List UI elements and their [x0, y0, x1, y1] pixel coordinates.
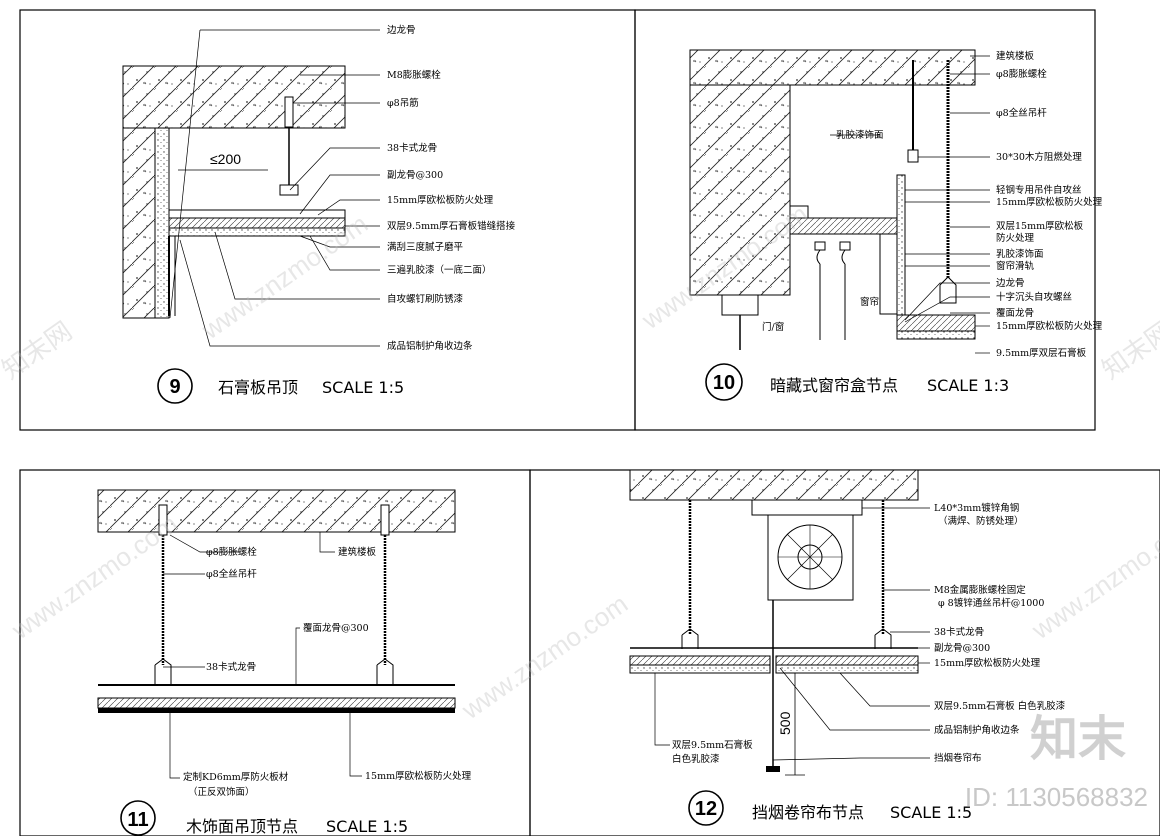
label: 双层9.5mm石膏板	[672, 739, 753, 751]
label: 9.5mm厚双层石膏板	[996, 347, 1087, 359]
detail-10-labels: 建筑楼板 φ8膨胀螺栓 φ8全丝吊杆 30*30木方阻燃处理 轻钢专用吊件自攻丝…	[762, 50, 1103, 359]
label: φ 8镀锌通丝吊杆@1000	[938, 597, 1044, 609]
label: 15mm厚欧松板防火处理	[365, 770, 472, 782]
label: 建筑楼板	[338, 546, 377, 558]
label: 三遍乳胶漆（一底二面）	[387, 264, 492, 276]
label: （正反双饰面）	[188, 786, 255, 798]
label: 双层9.5mm厚石膏板错缝搭接	[387, 220, 516, 232]
detail-9-scale: SCALE 1:5	[322, 378, 404, 397]
detail-11-number-circle	[120, 800, 156, 836]
watermark-site: www.znzmo.com	[455, 588, 633, 725]
label: 建筑楼板	[996, 50, 1035, 62]
label: 38卡式龙骨	[934, 626, 984, 638]
label: 自攻螺钉刷防锈漆	[387, 293, 464, 305]
label: 白色乳胶漆	[672, 753, 720, 765]
label: 38卡式龙骨	[387, 142, 437, 154]
detail-11-labels: φ8膨胀螺栓 φ8全丝吊杆 建筑楼板 覆面龙骨@300 38卡式龙骨 定制KD6…	[183, 546, 472, 798]
label: 门/窗	[762, 321, 784, 333]
detail-12-number-circle	[688, 790, 724, 826]
label: 15mm厚欧松板防火处理	[996, 196, 1103, 208]
label: 边龙骨	[996, 277, 1025, 289]
label: φ8膨胀螺栓	[206, 546, 257, 558]
label: 30*30木方阻燃处理	[996, 151, 1082, 163]
detail-12-number: 12	[695, 798, 717, 820]
detail-11-scale: SCALE 1:5	[326, 817, 408, 836]
watermark-site: www.znzmo.com	[1025, 508, 1160, 645]
label: 十字沉头自攻螺丝	[996, 291, 1072, 303]
detail-10-number-circle	[705, 363, 743, 401]
detail-11-title: 木饰面吊顶节点	[186, 817, 298, 836]
detail-9-drawing	[122, 29, 380, 347]
detail-9-title: 石膏板吊顶	[218, 378, 298, 397]
watermark-brand: 知末网	[0, 316, 77, 385]
watermark-brand: 知末网	[1096, 316, 1160, 385]
detail-9-number-circle	[157, 368, 193, 404]
label: φ8吊筋	[387, 97, 419, 109]
detail-9-number: 9	[169, 376, 180, 398]
watermark-id: ID: 1130568832	[965, 782, 1148, 812]
label: 挡烟卷帘布	[934, 752, 982, 764]
detail-9-dimension: ≤200	[210, 151, 241, 167]
watermark-site: www.znzmo.com	[5, 508, 183, 645]
detail-12-scale: SCALE 1:5	[890, 803, 972, 822]
label: 15mm厚欧松板防火处理	[934, 657, 1041, 669]
label: 成品铝制护角收边条	[387, 340, 473, 352]
label: 窗帘滑轨	[996, 260, 1035, 272]
detail-12-title: 挡烟卷帘布节点	[752, 803, 864, 822]
label: （满焊、防锈处理）	[938, 515, 1024, 527]
label: 副龙骨@300	[387, 169, 443, 181]
label: φ8全丝吊杆	[206, 568, 257, 580]
label: 定制KD6mm厚防火板材	[183, 771, 289, 783]
detail-12-labels: L40*3mm镀锌角钢 （满焊、防锈处理） M8金属膨胀螺栓固定 φ 8镀锌通丝…	[672, 502, 1066, 765]
detail-12-drawing	[629, 469, 930, 776]
label: 窗帘	[860, 296, 879, 308]
label: M8膨胀螺栓	[387, 69, 441, 81]
detail-12-dimension: 500	[777, 711, 793, 735]
label: φ8全丝吊杆	[996, 107, 1047, 119]
label: 满刮三度腻子磨平	[387, 241, 464, 253]
label: 覆面龙骨	[996, 307, 1034, 319]
label: 成品铝制护角收边条	[934, 724, 1020, 736]
label: 乳胶漆饰面	[996, 248, 1044, 260]
label: 双层9.5mm石膏板 白色乳胶漆	[934, 700, 1066, 712]
detail-11-drawing	[97, 489, 456, 779]
label: 双层15mm厚欧松板	[996, 220, 1084, 232]
label: 副龙骨@300	[934, 642, 990, 654]
label: 轻钢专用吊件自攻丝	[996, 184, 1082, 196]
label: 边龙骨	[387, 24, 416, 36]
label: L40*3mm镀锌角钢	[934, 502, 1019, 514]
label: 乳胶漆饰面	[836, 129, 884, 141]
detail-10-title: 暗藏式窗帘盒节点	[770, 376, 898, 395]
detail-10-scale: SCALE 1:3	[927, 376, 1009, 395]
label: M8金属膨胀螺栓固定	[934, 584, 1026, 596]
label: 覆面龙骨@300	[303, 622, 369, 634]
detail-9-labels: 边龙骨 M8膨胀螺栓 φ8吊筋 38卡式龙骨 副龙骨@300 15mm厚欧松板防…	[387, 24, 516, 352]
label: 15mm厚欧松板防火处理	[996, 320, 1103, 332]
label: 38卡式龙骨	[206, 661, 256, 673]
label: φ8膨胀螺栓	[996, 68, 1047, 80]
detail-11-number: 11	[127, 809, 148, 831]
watermark-brand-large: 知末	[1030, 713, 1126, 766]
detail-10-drawing	[689, 49, 990, 354]
label: 15mm厚欧松板防火处理	[387, 194, 494, 206]
detail-10-number: 10	[713, 372, 735, 394]
label: 防火处理	[996, 232, 1035, 244]
frame-detail-10	[634, 9, 1096, 431]
